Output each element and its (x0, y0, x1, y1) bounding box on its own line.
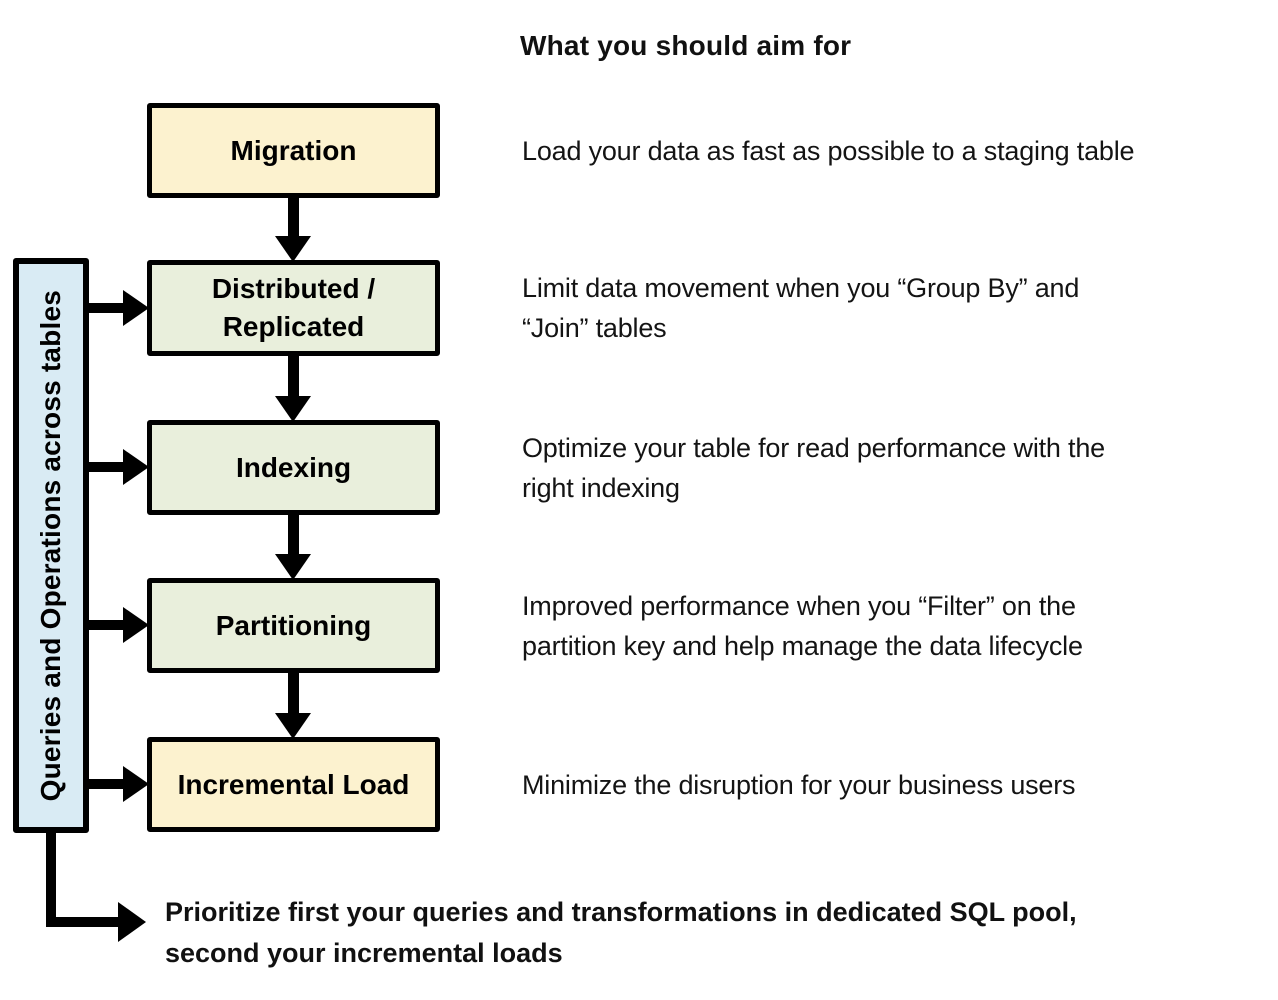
down-arrow-distributed-to-indexing (275, 354, 311, 422)
arrowhead-down-icon (275, 554, 311, 580)
step-box-incremental-load: Incremental Load (147, 737, 440, 832)
sidebar-label: Queries and Operations across tables (35, 289, 66, 802)
sidebar-arrow-partitioning (86, 607, 149, 643)
step-label: Incremental Load (177, 768, 410, 800)
down-arrow-migration-to-distributed (275, 196, 311, 262)
step-box-indexing: Indexing (147, 420, 440, 515)
sidebar-arrow-indexing (86, 449, 149, 485)
description-text: Minimize the disruption for your busines… (522, 769, 1076, 800)
description-text: Optimize your table for read performance… (522, 432, 1105, 503)
arrow-stem (86, 779, 123, 789)
footer-arrow-horizontal-stem (46, 917, 118, 927)
arrowhead-down-icon (275, 713, 311, 739)
footer-note: Prioritize first your queries and transf… (165, 897, 1077, 968)
sidebar-queries-operations: Queries and Operations across tables (13, 258, 89, 833)
description-text: Load your data as fast as possible to a … (522, 135, 1135, 166)
arrowhead-down-icon (275, 396, 311, 422)
arrow-stem (86, 620, 123, 630)
step-box-migration: Migration (147, 103, 440, 198)
arrow-stem (86, 462, 123, 472)
description-text: Improved performance when you “Filter” o… (522, 590, 1083, 661)
arrowhead-right-icon (118, 902, 146, 942)
arrowhead-right-icon (123, 290, 149, 326)
diagram-title: What you should aim for (520, 30, 852, 61)
sidebar-arrow-incremental (86, 766, 149, 802)
arrowhead-right-icon (123, 449, 149, 485)
step-box-distributed-replicated: Distributed / Replicated (147, 260, 440, 356)
step-label: Migration (230, 134, 357, 166)
description-text: Limit data movement when you “Group By” … (522, 273, 1080, 343)
arrow-stem (287, 513, 299, 554)
step-box-partitioning: Partitioning (147, 578, 440, 673)
step-label: Indexing (235, 451, 352, 483)
arrow-stem (287, 354, 299, 396)
down-arrow-partitioning-to-incremental (275, 671, 311, 739)
step-label: Distributed / Replicated (211, 273, 376, 342)
step-label: Partitioning (215, 609, 372, 641)
down-arrow-indexing-to-partitioning (275, 513, 311, 580)
sidebar-arrow-distributed (86, 290, 149, 326)
arrow-stem (287, 671, 299, 713)
footer-arrow-vertical-stem (46, 831, 56, 927)
arrowhead-right-icon (123, 766, 149, 802)
step-description-migration: Load your data as fast as possible to a … (522, 103, 1237, 198)
step-description-partitioning: Improved performance when you “Filter” o… (522, 578, 1237, 673)
step-description-distributed-replicated: Limit data movement when you “Group By” … (522, 260, 1237, 356)
step-description-indexing: Optimize your table for read performance… (522, 420, 1237, 515)
arrow-stem (86, 303, 123, 313)
arrowhead-down-icon (275, 236, 311, 262)
arrowhead-right-icon (123, 607, 149, 643)
arrow-stem (287, 196, 299, 236)
step-description-incremental-load: Minimize the disruption for your busines… (522, 737, 1237, 832)
